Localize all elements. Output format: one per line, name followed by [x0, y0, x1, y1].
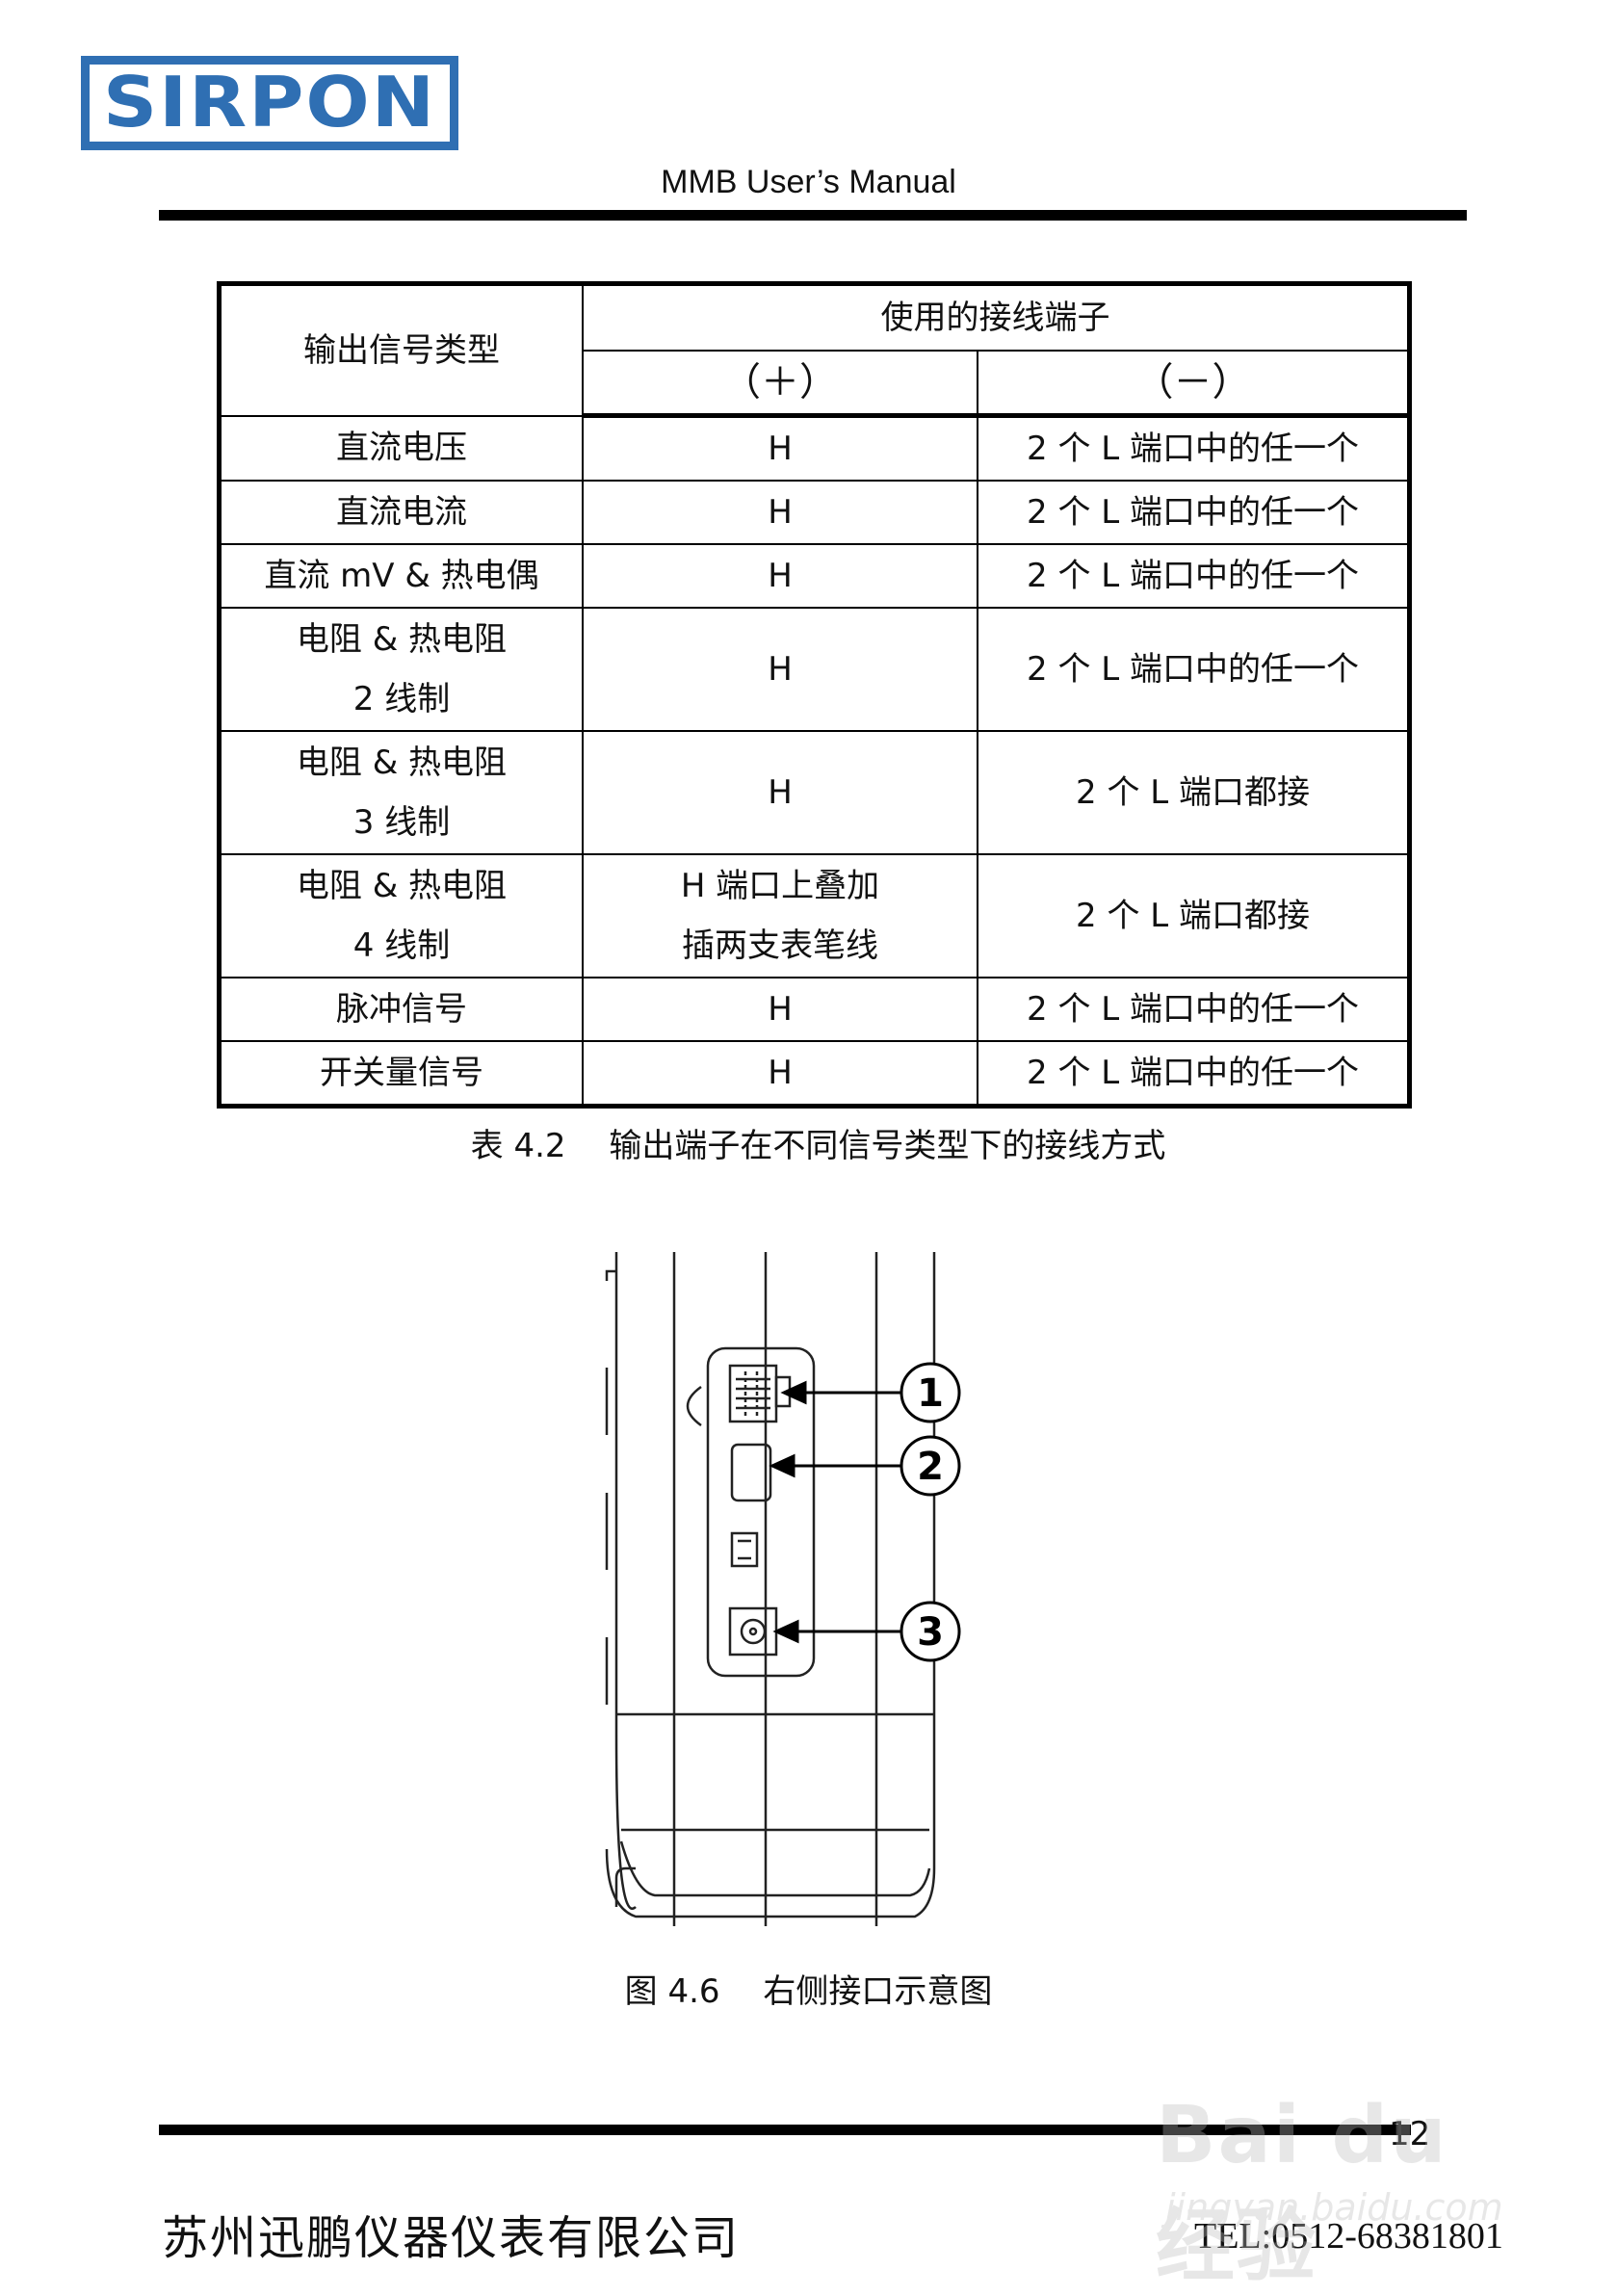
signal-type-cell: 直流电流 — [218, 480, 584, 545]
signal-type-cell: 电阻 & 热电阻 3 线制 — [218, 730, 584, 855]
table-row: 脉冲信号 H 2 个 L 端口中的任一个 — [218, 977, 1411, 1042]
minus-terminal-cell: 2 个 L 端口中的任一个 — [977, 414, 1411, 482]
signal-type-line1: 电阻 & 热电阻 — [296, 744, 508, 782]
col-minus-header: （－） — [977, 350, 1411, 418]
col-plus-header: （＋） — [582, 350, 978, 418]
watermark-url-text: jingyan.baidu.com — [1165, 2186, 1503, 2229]
terminal-wiring-table: 输出信号类型 使用的接线端子 （＋） （－） 直流电压 H 2 个 L 端口中的… — [217, 281, 1412, 1109]
callout-2: 2 — [900, 1435, 961, 1497]
minus-terminal-cell: 2 个 L 端口都接 — [977, 730, 1411, 855]
plus-terminal-line2: 插两支表笔线 — [682, 926, 878, 965]
page-number: 12 — [1389, 2115, 1431, 2153]
plus-terminal-cell: H — [582, 607, 978, 732]
callout-3: 3 — [900, 1601, 961, 1662]
footer-divider — [159, 2125, 1411, 2135]
table-row: 直流电流 H 2 个 L 端口中的任一个 — [218, 480, 1411, 545]
plus-terminal-cell: H — [582, 543, 978, 609]
signal-type-cell: 开关量信号 — [218, 1040, 584, 1108]
minus-terminal-cell: 2 个 L 端口中的任一个 — [977, 480, 1411, 545]
table-row: 电阻 & 热电阻 2 线制 H 2 个 L 端口中的任一个 — [218, 607, 1411, 732]
minus-terminal-cell: 2 个 L 端口中的任一个 — [977, 1040, 1411, 1108]
callout-2-label: 2 — [917, 1445, 944, 1489]
signal-type-line1: 电阻 & 热电阻 — [296, 620, 508, 659]
company-name: 苏州迅鹏仪器仪表有限公司 — [162, 2211, 741, 2265]
manual-title: MMB User’s Manual — [661, 164, 956, 200]
plus-terminal-cell: H — [582, 977, 978, 1042]
minus-terminal-cell: 2 个 L 端口都接 — [977, 853, 1411, 978]
plus-terminal-cell: H — [582, 480, 978, 545]
signal-type-cell: 电阻 & 热电阻 4 线制 — [218, 853, 584, 978]
table-row: 电阻 & 热电阻 4 线制 H 端口上叠加 插两支表笔线 2 个 L 端口都接 — [218, 853, 1411, 978]
baidu-watermark: Bai du 经验 jingyan.baidu.com — [1156, 2071, 1541, 2292]
signal-type-line2: 2 线制 — [352, 680, 451, 718]
watermark-main-text: Bai du 经验 — [1156, 2090, 1448, 2292]
plus-terminal-line1: H 端口上叠加 — [680, 867, 880, 905]
plus-terminal-cell: H — [582, 1040, 978, 1108]
table-header-row: 输出信号类型 使用的接线端子 — [218, 282, 1411, 417]
figure-caption: 图 4.6 右侧接口示意图 — [624, 1972, 993, 2011]
company-logo: SIRPON — [81, 56, 458, 150]
callout-1-label: 1 — [917, 1371, 944, 1416]
signal-type-line2: 3 线制 — [352, 803, 451, 842]
minus-terminal-cell: 2 个 L 端口中的任一个 — [977, 977, 1411, 1042]
signal-type-line1: 电阻 & 热电阻 — [296, 867, 508, 905]
plus-terminal-cell: H — [582, 414, 978, 482]
minus-terminal-cell: 2 个 L 端口中的任一个 — [977, 607, 1411, 732]
callout-1: 1 — [900, 1362, 961, 1423]
telephone: TEL:0512-68381801 — [1194, 2216, 1503, 2257]
col-signal-type-header: 输出信号类型 — [218, 282, 584, 417]
plus-terminal-cell: H — [582, 730, 978, 855]
table-row: 开关量信号 H 2 个 L 端口中的任一个 — [218, 1040, 1411, 1108]
minus-terminal-cell: 2 个 L 端口中的任一个 — [977, 543, 1411, 609]
signal-type-line2: 4 线制 — [352, 926, 451, 965]
table-row: 直流电压 H 2 个 L 端口中的任一个 — [218, 414, 1411, 482]
signal-type-cell: 电阻 & 热电阻 2 线制 — [218, 607, 584, 732]
plus-terminal-cell: H 端口上叠加 插两支表笔线 — [582, 853, 978, 978]
table-row: 直流 mV & 热电偶 H 2 个 L 端口中的任一个 — [218, 543, 1411, 609]
table-caption: 表 4.2 输出端子在不同信号类型下的接线方式 — [470, 1127, 1166, 1165]
signal-type-cell: 直流 mV & 热电偶 — [218, 543, 584, 609]
signal-type-cell: 脉冲信号 — [218, 977, 584, 1042]
table-subheader-row: （＋） （－） — [220, 350, 1411, 418]
device-side-diagram: 1 2 3 — [605, 1252, 961, 1926]
callout-3-label: 3 — [917, 1610, 944, 1655]
header-divider — [159, 210, 1467, 221]
table-row: 电阻 & 热电阻 3 线制 H 2 个 L 端口都接 — [218, 730, 1411, 855]
logo-text: SIRPON — [102, 63, 436, 144]
col-terminals-header: 使用的接线端子 — [582, 282, 1411, 352]
signal-type-cell: 直流电压 — [218, 414, 584, 482]
